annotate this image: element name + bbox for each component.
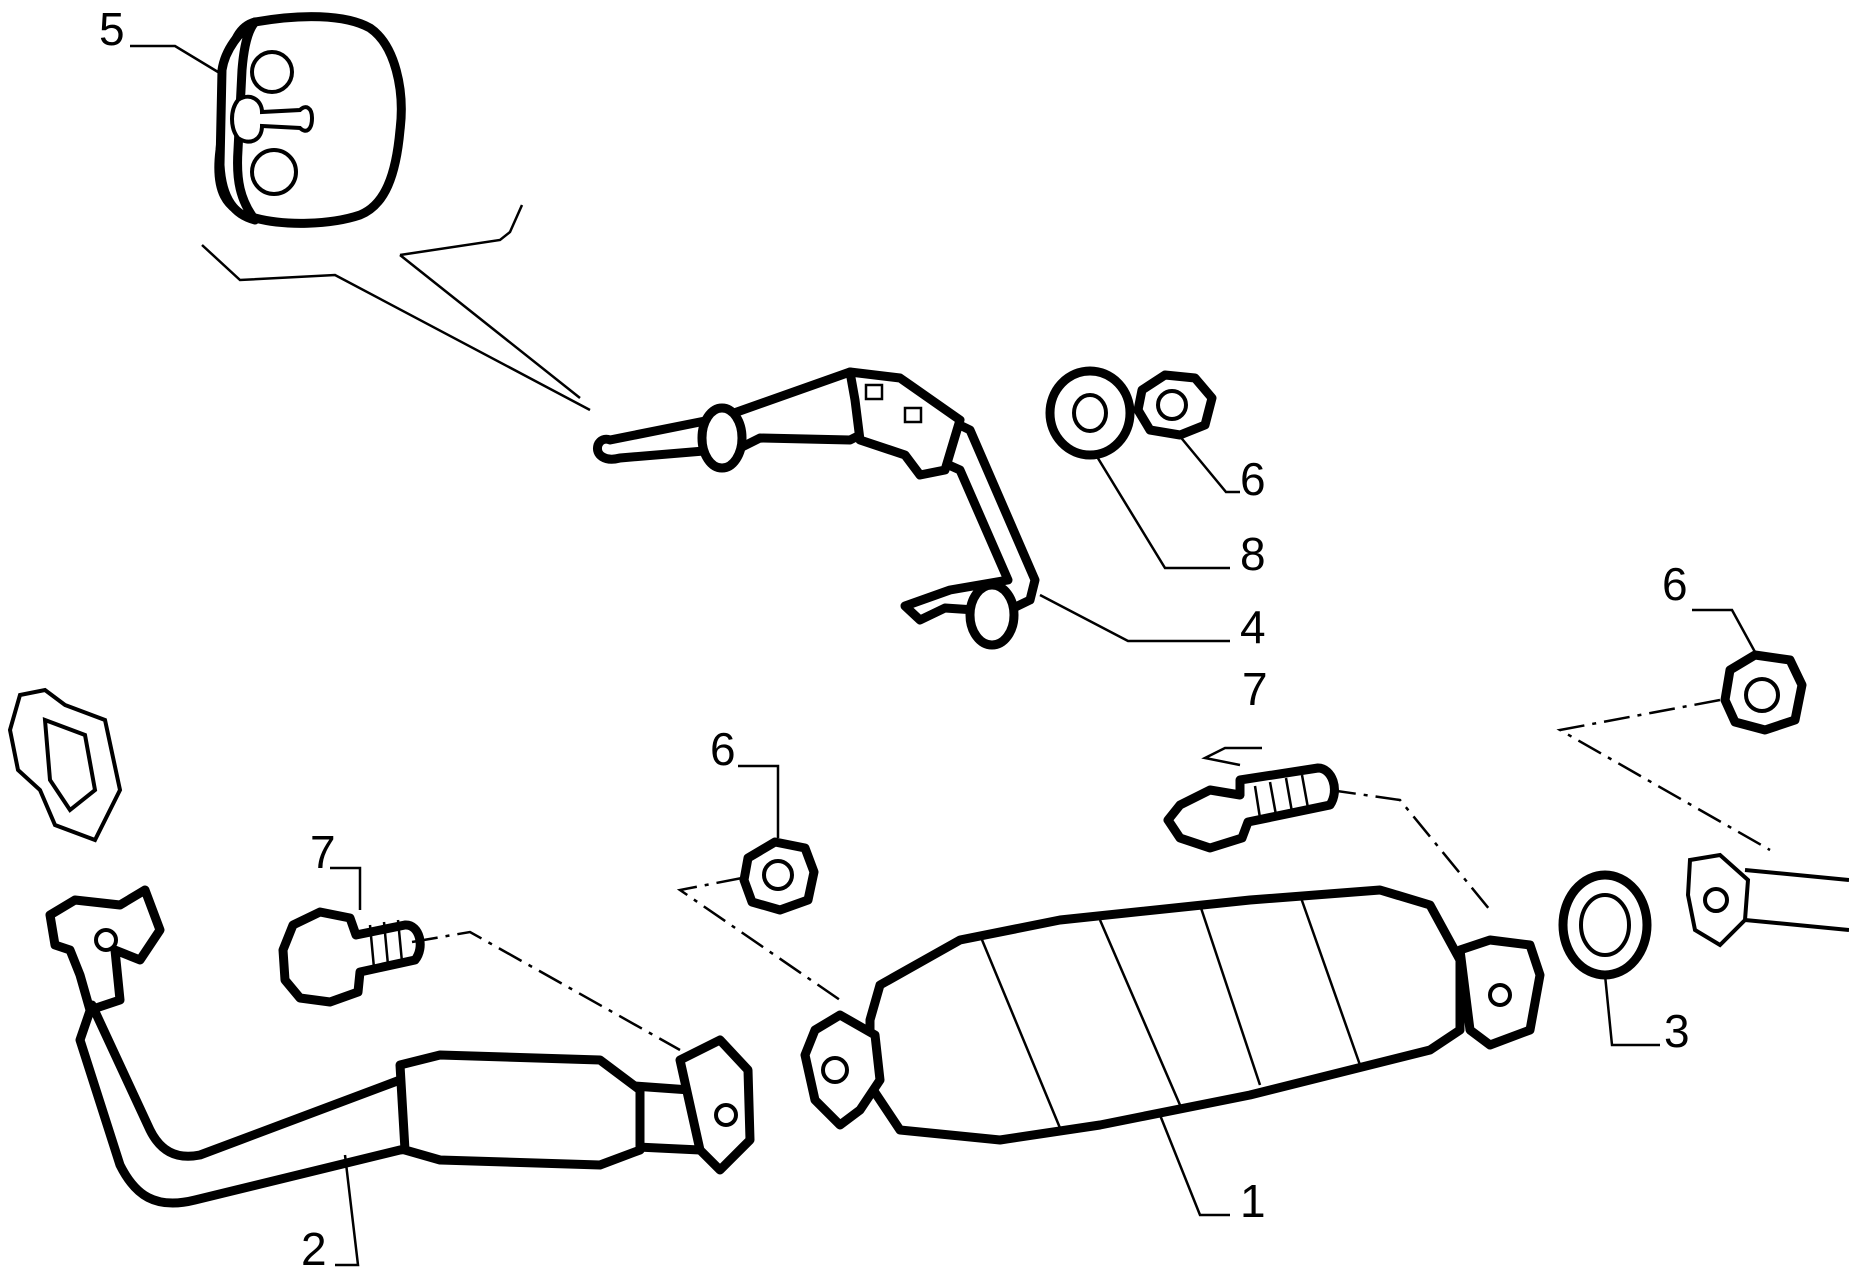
callout-6-right: 6 xyxy=(1662,558,1688,610)
hanger-bracket-part-4[interactable] xyxy=(593,367,1040,650)
nut-part-6-middle[interactable] xyxy=(739,837,819,915)
washer-part-8[interactable] xyxy=(1045,366,1135,460)
callout-6-middle: 6 xyxy=(710,723,736,775)
front-pipe-part-2[interactable] xyxy=(45,885,755,1208)
nut-part-6-right[interactable] xyxy=(1720,650,1807,735)
gasket-ring-part-3[interactable] xyxy=(1558,870,1652,980)
callout-5: 5 xyxy=(99,3,125,55)
bolt-part-7-left[interactable] xyxy=(278,907,425,1007)
callout-7-right: 7 xyxy=(1242,663,1268,715)
callout-4: 4 xyxy=(1240,601,1266,653)
callout-3: 3 xyxy=(1664,1005,1690,1057)
callout-7-left: 7 xyxy=(310,826,336,878)
rubber-hanger-part-5[interactable] xyxy=(214,12,406,228)
nut-part-6-top[interactable] xyxy=(1133,370,1217,440)
callout-8: 8 xyxy=(1240,528,1266,580)
exhaust-manifold-flange[interactable] xyxy=(7,687,123,843)
callout-2: 2 xyxy=(301,1223,327,1269)
bolt-part-7-right[interactable] xyxy=(1163,763,1339,853)
rear-pipe-flange[interactable] xyxy=(1685,852,1849,948)
catalytic-converter-part-1[interactable] xyxy=(800,885,1545,1145)
callout-6-top: 6 xyxy=(1240,453,1266,505)
callout-1: 1 xyxy=(1240,1175,1266,1227)
